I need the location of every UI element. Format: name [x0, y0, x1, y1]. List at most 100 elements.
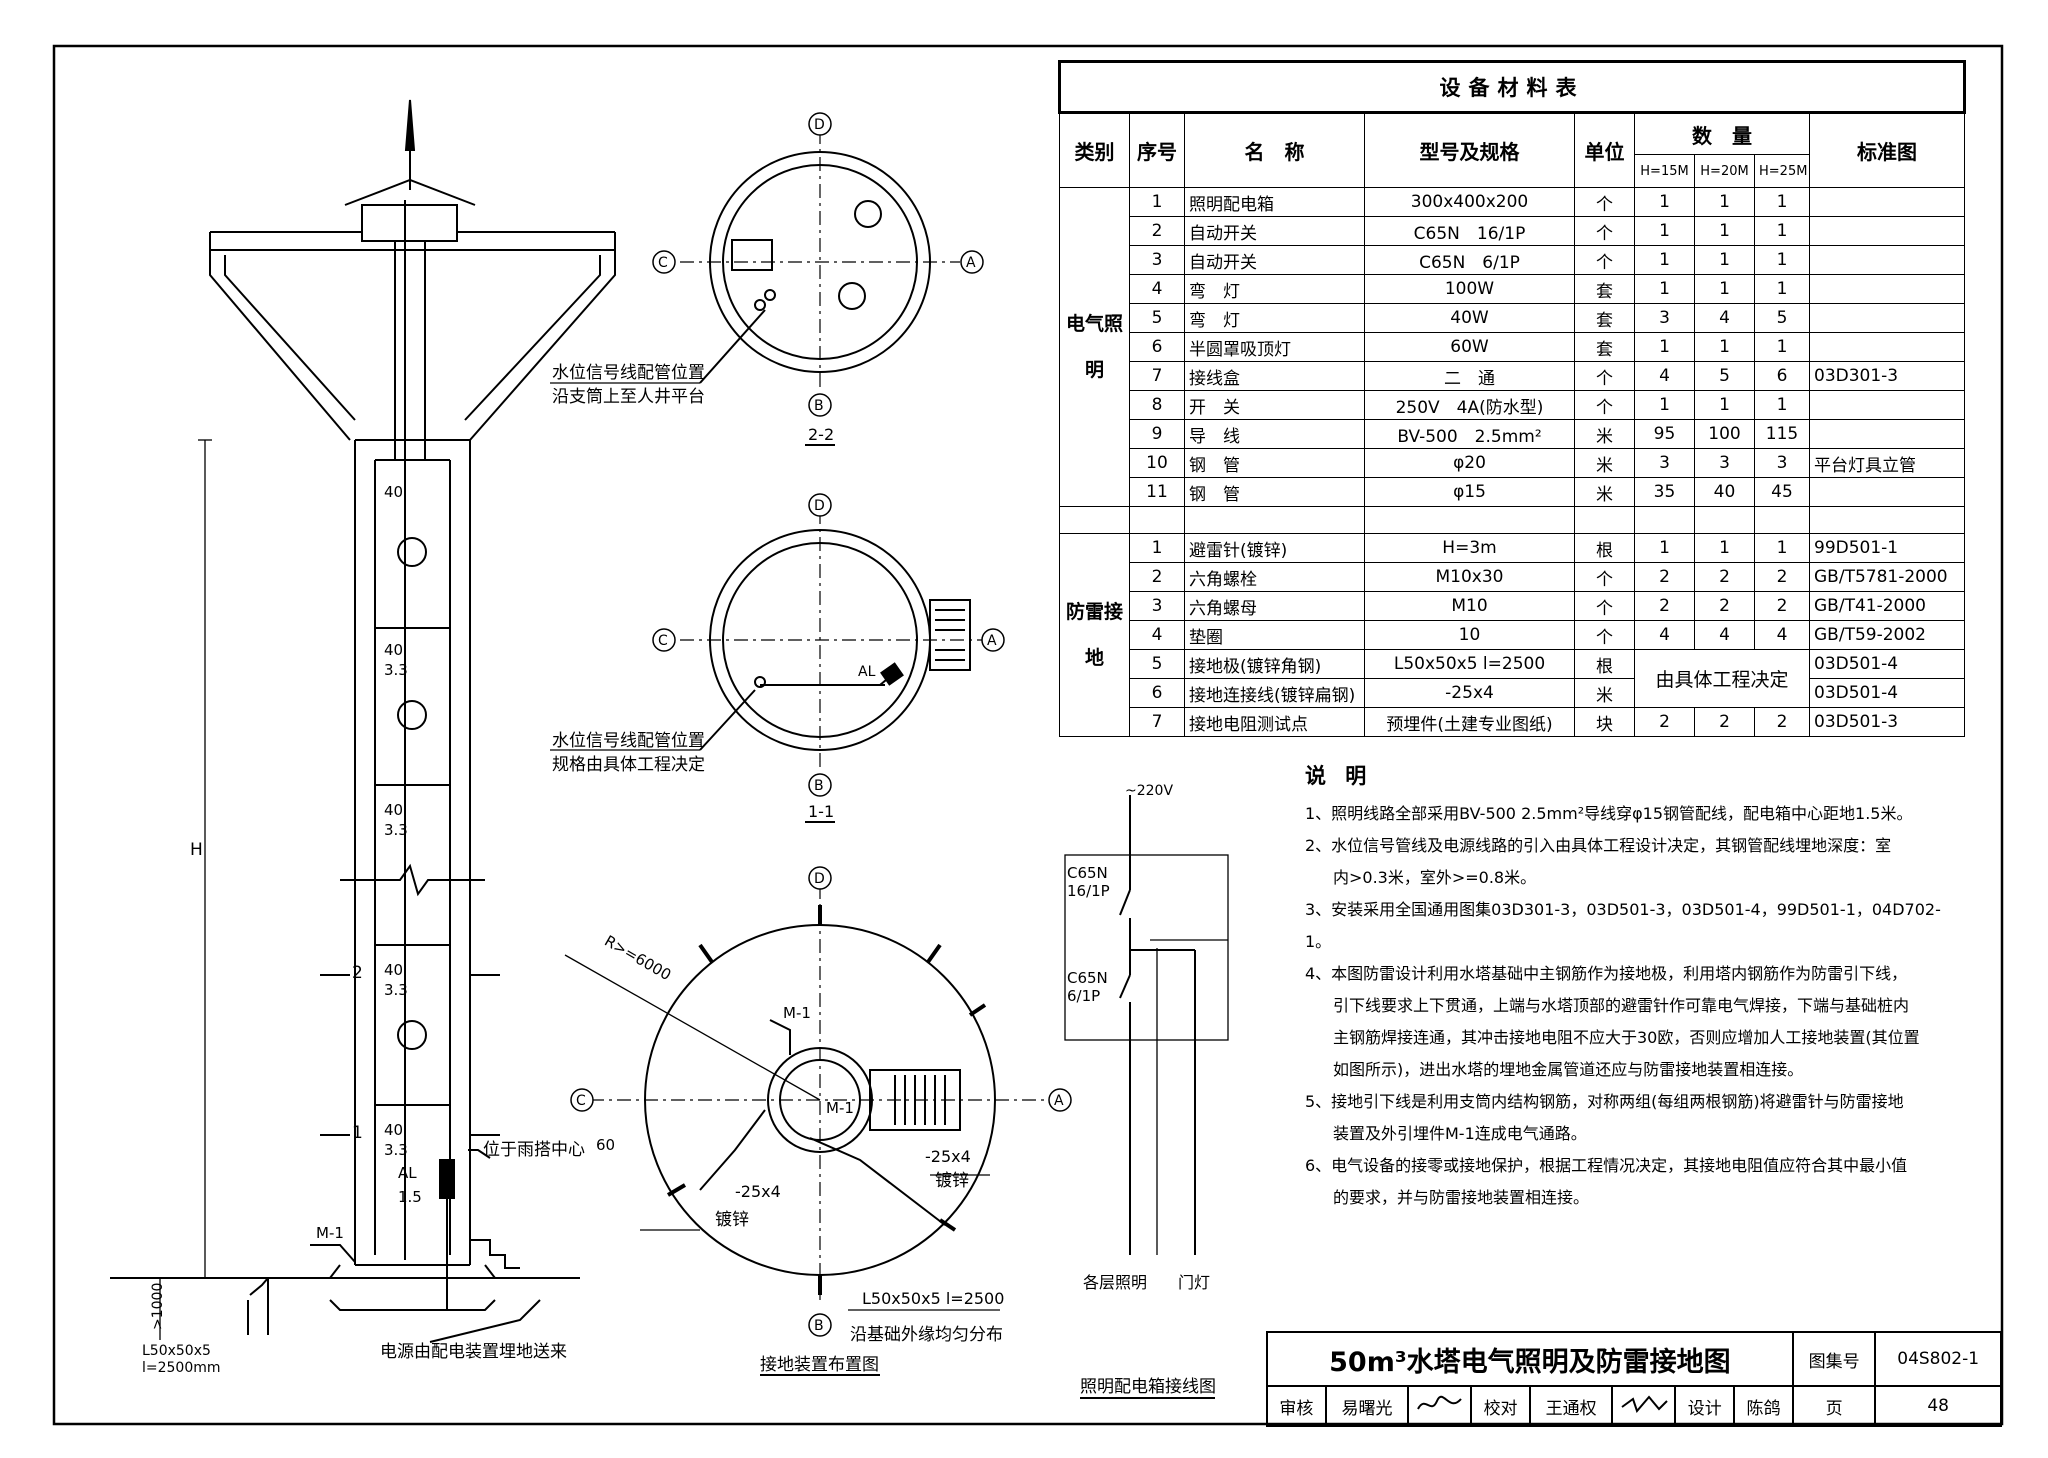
row-spec: 40W	[1364, 303, 1575, 333]
row-spec: H=3m	[1364, 533, 1575, 563]
angle-steel-label: L50x50x5 l=2500	[862, 1289, 1004, 1308]
atlas-no-label: 图集号	[1791, 1331, 1877, 1387]
row-unit: 个	[1574, 562, 1635, 592]
row-standard: 99D501-1	[1808, 533, 1966, 563]
row-spec: φ15	[1364, 477, 1575, 507]
rain-center-label: 位于雨搭中心	[483, 1140, 585, 1160]
row-unit: 套	[1574, 332, 1635, 362]
review-label: 审核	[1266, 1385, 1327, 1427]
floor-height-label: 3.3	[384, 661, 408, 679]
row-no: 1	[1129, 533, 1185, 563]
axis-c-label: C	[576, 1093, 586, 1109]
header-standard: 标准图	[1808, 112, 1966, 188]
row-qty-25: 115	[1754, 419, 1810, 449]
section-1-1-labels: D B C A AL 水位信号线配管位置 规格由具体工程决定 1-1	[552, 493, 1005, 821]
note-line: 的要求，并与防雷接地装置相连接。	[1333, 1188, 1590, 1207]
depth-label: >1000	[150, 1283, 166, 1330]
row-no: 3	[1129, 245, 1185, 275]
row-qty-20: 1	[1694, 187, 1755, 217]
row-spec: 预埋件(土建专业图纸)	[1364, 707, 1575, 737]
voltage-label: ~220V	[1125, 783, 1173, 799]
lamp-label: 40	[384, 961, 403, 979]
grounding-layout	[564, 885, 1055, 1376]
note-line: 如图所示)，进出水塔的埋地金属管道还应与防雷接地装置相连接。	[1333, 1060, 1804, 1079]
row-name: 六角螺母	[1184, 591, 1365, 621]
row-standard: GB/T59-2002	[1808, 620, 1966, 650]
row-unit: 米	[1574, 477, 1635, 507]
row-spec: BV-500 2.5mm²	[1364, 419, 1575, 449]
row-name: 开 关	[1184, 390, 1365, 420]
row-qty-20: 2	[1694, 707, 1755, 737]
header-name: 名 称	[1184, 112, 1365, 188]
row-qty-25: 2	[1754, 562, 1810, 592]
row-spec: 10	[1364, 620, 1575, 650]
row-spec: M10	[1364, 591, 1575, 621]
row-unit: 套	[1574, 274, 1635, 304]
section-2-2-labels: D B C A 水位信号线配管位置 沿支筒上至人井平台 2-2	[552, 112, 984, 444]
row-qty-25: 3	[1754, 448, 1810, 478]
row-no: 1	[1129, 187, 1185, 217]
note-line: 1、照明线路全部采用BV-500 2.5mm²导线穿φ15钢管配线，配电箱中心距…	[1305, 804, 1913, 823]
axis-d-label: D	[814, 117, 825, 133]
row-standard: 平台灯具立管	[1808, 448, 1966, 478]
row-qty-15: 1	[1634, 332, 1695, 362]
al-box-label: AL	[858, 664, 876, 680]
row-standard: 03D501-3	[1808, 707, 1966, 737]
flat-steel-label: -25x4	[925, 1147, 971, 1166]
row-qty-20: 1	[1694, 274, 1755, 304]
row-qty-25: 1	[1754, 390, 1810, 420]
row-standard: 03D301-3	[1808, 361, 1966, 391]
row-no: 10	[1129, 448, 1185, 478]
reviewer-name: 易曙光	[1324, 1385, 1410, 1427]
atlas-no: 04S802-1	[1874, 1331, 2002, 1387]
row-spec: 100W	[1364, 274, 1575, 304]
header-h25: H=25M	[1754, 154, 1810, 188]
row-qty-25: 1	[1754, 274, 1810, 304]
row-qty-25: 1	[1754, 216, 1810, 246]
axis-b-label: B	[814, 778, 824, 794]
row-unit: 个	[1574, 187, 1635, 217]
row-qty-merged: 由具体工程决定	[1634, 649, 1810, 708]
row-qty-20: 1	[1694, 245, 1755, 275]
row-qty-20: 4	[1694, 303, 1755, 333]
header-h20: H=20M	[1694, 154, 1755, 188]
row-qty-25: 1	[1754, 533, 1810, 563]
row-unit: 根	[1574, 649, 1635, 679]
row-qty-20: 1	[1694, 390, 1755, 420]
row-name: 接地电阻测试点	[1184, 707, 1365, 737]
m1-label: M-1	[783, 1004, 811, 1022]
row-no: 5	[1129, 649, 1185, 679]
row-unit: 米	[1574, 419, 1635, 449]
row-standard: 03D501-4	[1808, 649, 1966, 679]
lamp-label: 40	[384, 1121, 403, 1139]
row-name: 接地连接线(镀锌扁钢)	[1184, 678, 1365, 708]
section-2-2	[550, 130, 960, 446]
notes-title: 说 明	[1305, 764, 1373, 788]
row-spec: 二 通	[1364, 361, 1575, 391]
header-category: 类别	[1059, 112, 1130, 188]
row-name: 导 线	[1184, 419, 1365, 449]
materials-table: 设备材料表 类别 序号 名 称 型号及规格 单位 数 量 标准图 H=15M H…	[1057, 60, 1967, 737]
breaker-2-model: C65N	[1067, 969, 1108, 987]
section-1-1-title: 1-1	[808, 802, 834, 821]
row-qty-20: 40	[1694, 477, 1755, 507]
note-line: 内>0.3米，室外>=0.8米。	[1333, 868, 1537, 887]
note-line: 主钢筋焊接连通，其冲击接地电阻不应大于30欧，否则应增加人工接地装置(其位置	[1333, 1028, 1920, 1047]
row-no: 5	[1129, 303, 1185, 333]
row-qty-15: 3	[1634, 303, 1695, 333]
row-unit: 个	[1574, 361, 1635, 391]
circle-60-label: 60	[596, 1136, 615, 1154]
panel-wiring-title: 照明配电箱接线图	[1080, 1377, 1216, 1397]
row-name: 避雷针(镀锌)	[1184, 533, 1365, 563]
row-spec: 250V 4A(防水型)	[1364, 390, 1575, 420]
reviewer-signature	[1407, 1385, 1473, 1427]
row-qty-20: 1	[1694, 216, 1755, 246]
row-qty-15: 2	[1634, 591, 1695, 621]
designer-name: 陈鸽	[1733, 1385, 1794, 1427]
